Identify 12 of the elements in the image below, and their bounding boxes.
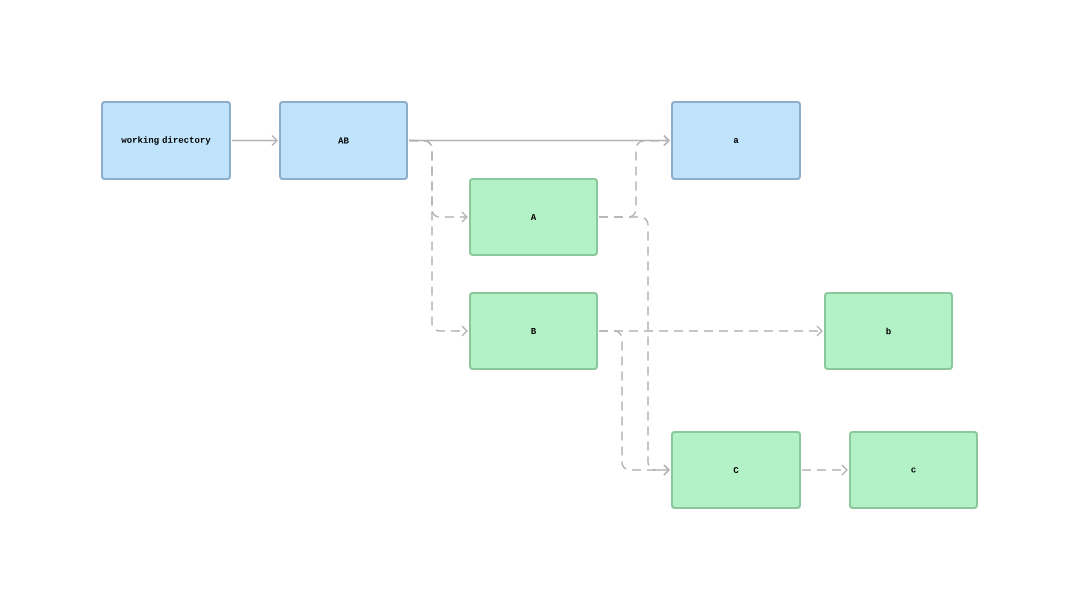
arrow: [801, 464, 848, 476]
process-box: B: [469, 292, 598, 370]
arrow: [231, 134, 278, 147]
process-box: A: [469, 178, 598, 256]
process-box: b: [824, 292, 953, 370]
process-box: a: [671, 101, 801, 180]
arrow: [408, 139, 468, 337]
process-box: c: [849, 431, 978, 509]
arrow: [598, 330, 670, 476]
process-box: C: [671, 431, 801, 509]
process-box: working directory: [101, 101, 231, 180]
process-box: AB: [279, 101, 408, 180]
